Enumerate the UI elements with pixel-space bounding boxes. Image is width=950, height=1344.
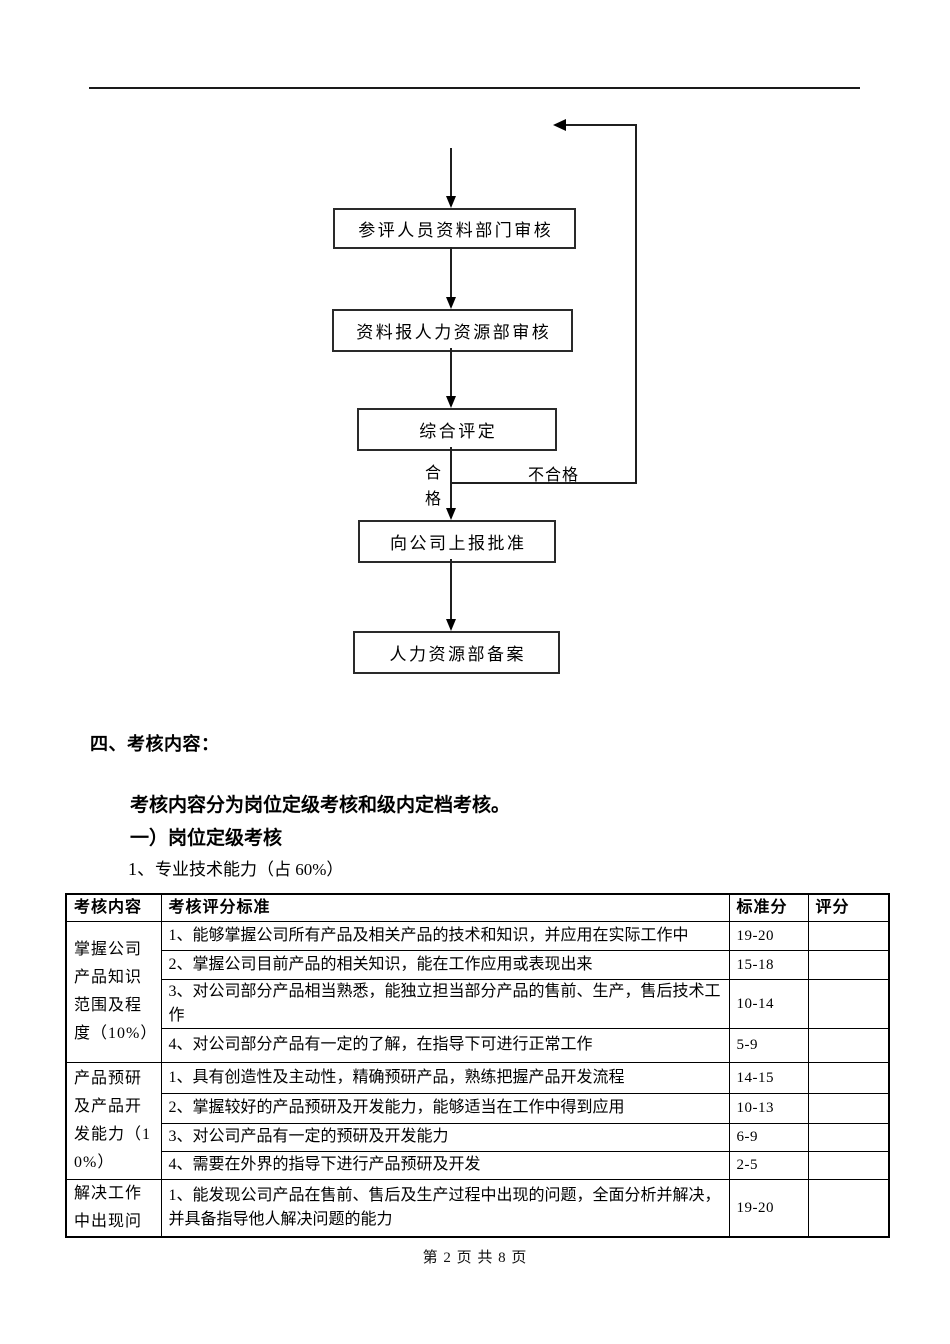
standard-score-cell: 15-18 — [728, 949, 809, 980]
rating-cell[interactable] — [807, 1178, 890, 1237]
criteria-cell: 4、对公司部分产品有一定的了解，在指导下可进行正常工作 — [160, 1027, 730, 1063]
header-divider-line — [89, 87, 860, 89]
rating-cell[interactable] — [807, 1122, 890, 1152]
feedback-line-vertical — [635, 124, 637, 484]
table-row: 解决工作中出现问 1、能发现公司产品在售前、售后及生产过程中出现的问题，全面分析… — [65, 1178, 890, 1237]
header-criteria: 考核评分标准 — [160, 893, 730, 922]
standard-score-cell: 19-20 — [728, 920, 809, 951]
item-heading: 1、专业技术能力（占 60%） — [128, 855, 343, 881]
rating-cell[interactable] — [807, 978, 890, 1029]
header-category: 考核内容 — [65, 893, 162, 922]
table-row: 产品预研及产品开发能力（10%） 1、具有创造性及主动性，精确预研产品，熟练把握… — [65, 1061, 890, 1180]
rating-cell[interactable] — [807, 1150, 890, 1180]
pass-label: 合格 — [424, 465, 441, 508]
flow-box-label: 人力资源部备案 — [389, 645, 526, 664]
flow-box-label: 参评人员资料部门审核 — [358, 221, 554, 240]
category-cell: 解决工作中出现问 — [65, 1178, 162, 1237]
arrow-left-icon — [553, 119, 566, 131]
assessment-table: 考核内容 考核评分标准 标准分 评分 掌握公司产品知识范围及程度（10%） 1、… — [65, 893, 890, 1238]
subsection-heading: 一）岗位定级考核 — [130, 828, 283, 849]
fail-branch-line — [451, 482, 637, 484]
flow-box-hr-material-review: 资料报人力资源部审核 — [332, 309, 573, 352]
flow-box-hr-filing: 人力资源部备案 — [353, 631, 560, 674]
table-row: 2、掌握较好的产品预研及开发能力，能够适当在工作中得到应用 10-13 — [66, 1092, 890, 1124]
criteria-cell: 3、对公司部分产品相当熟悉，能独立担当部分产品的售前、生产，售后技术工作 — [160, 978, 730, 1029]
table-row: 3、对公司产品有一定的预研及开发能力 6-9 — [66, 1122, 890, 1152]
table-header-row: 考核内容 考核评分标准 标准分 评分 — [65, 893, 890, 922]
criteria-cell: 1、具有创造性及主动性，精确预研产品，熟练把握产品开发流程 — [160, 1061, 730, 1094]
category-cell: 产品预研及产品开发能力（10%） — [65, 1061, 162, 1180]
arrow-down-icon — [446, 297, 456, 309]
flow-line-2-3 — [450, 348, 452, 397]
criteria-cell: 1、能发现公司产品在售前、售后及生产过程中出现的问题，全面分析并解决，并具备指导… — [160, 1178, 730, 1237]
rating-cell[interactable] — [807, 920, 890, 951]
standard-score-cell: 6-9 — [728, 1122, 809, 1152]
flow-line-top — [450, 148, 452, 198]
arrow-down-icon — [446, 508, 456, 520]
intro-text: 考核内容分为岗位定级考核和级内定档考核。 — [130, 795, 511, 816]
flow-box-report-to-company: 向公司上报批准 — [358, 520, 556, 563]
table-row: 4、需要在外界的指导下进行产品预研及开发 2-5 — [66, 1150, 890, 1180]
table-row: 掌握公司产品知识范围及程度（10%） 1、能够掌握公司所有产品及相关产品的技术和… — [65, 920, 890, 1063]
table-row: 4、对公司部分产品有一定的了解，在指导下可进行正常工作 5-9 — [66, 1027, 890, 1063]
rating-cell[interactable] — [807, 949, 890, 980]
rating-cell[interactable] — [807, 1027, 890, 1063]
header-rating: 评分 — [807, 893, 890, 922]
arrow-down-icon — [446, 396, 456, 408]
fail-label: 不合格 — [528, 467, 580, 484]
item-title: 专业技术能力（占 60%） — [155, 860, 344, 879]
header-standard-score: 标准分 — [728, 893, 809, 922]
feedback-line-horizontal — [566, 124, 637, 126]
standard-score-cell: 2-5 — [728, 1150, 809, 1180]
criteria-cell: 4、需要在外界的指导下进行产品预研及开发 — [160, 1150, 730, 1180]
flow-box-label: 资料报人力资源部审核 — [356, 323, 552, 342]
flow-box-comprehensive-evaluation: 综合评定 — [357, 408, 557, 451]
rating-cell[interactable] — [807, 1061, 890, 1094]
arrow-down-icon — [446, 196, 456, 208]
criteria-cell: 2、掌握较好的产品预研及开发能力，能够适当在工作中得到应用 — [160, 1092, 730, 1124]
section-heading: 四、考核内容： — [90, 734, 220, 754]
flow-box-participant-dept-review: 参评人员资料部门审核 — [333, 208, 576, 249]
category-cell: 掌握公司产品知识范围及程度（10%） — [65, 920, 162, 1063]
page-footer: 第 2 页 共 8 页 — [422, 1250, 528, 1266]
arrow-down-icon — [446, 619, 456, 631]
flow-box-label: 综合评定 — [419, 422, 498, 441]
table-row: 3、对公司部分产品相当熟悉，能独立担当部分产品的售前、生产，售后技术工作 10-… — [66, 978, 890, 1029]
table-row: 2、掌握公司目前产品的相关知识，能在工作应用或表现出来 15-18 — [66, 949, 890, 980]
standard-score-cell: 10-13 — [728, 1092, 809, 1124]
rating-cell[interactable] — [807, 1092, 890, 1124]
standard-score-cell: 10-14 — [728, 978, 809, 1029]
standard-score-cell: 19-20 — [728, 1178, 809, 1237]
criteria-cell: 2、掌握公司目前产品的相关知识，能在工作应用或表现出来 — [160, 949, 730, 980]
flow-line-3-4 — [450, 447, 452, 509]
criteria-cell: 3、对公司产品有一定的预研及开发能力 — [160, 1122, 730, 1152]
standard-score-cell: 5-9 — [728, 1027, 809, 1063]
item-number: 1、 — [128, 859, 155, 879]
criteria-cell: 1、能够掌握公司所有产品及相关产品的技术和知识，并应用在实际工作中 — [160, 920, 730, 951]
flow-line-1-2 — [450, 247, 452, 298]
standard-score-cell: 14-15 — [728, 1061, 809, 1094]
flow-box-label: 向公司上报批准 — [390, 534, 527, 553]
flow-line-4-5 — [450, 559, 452, 619]
